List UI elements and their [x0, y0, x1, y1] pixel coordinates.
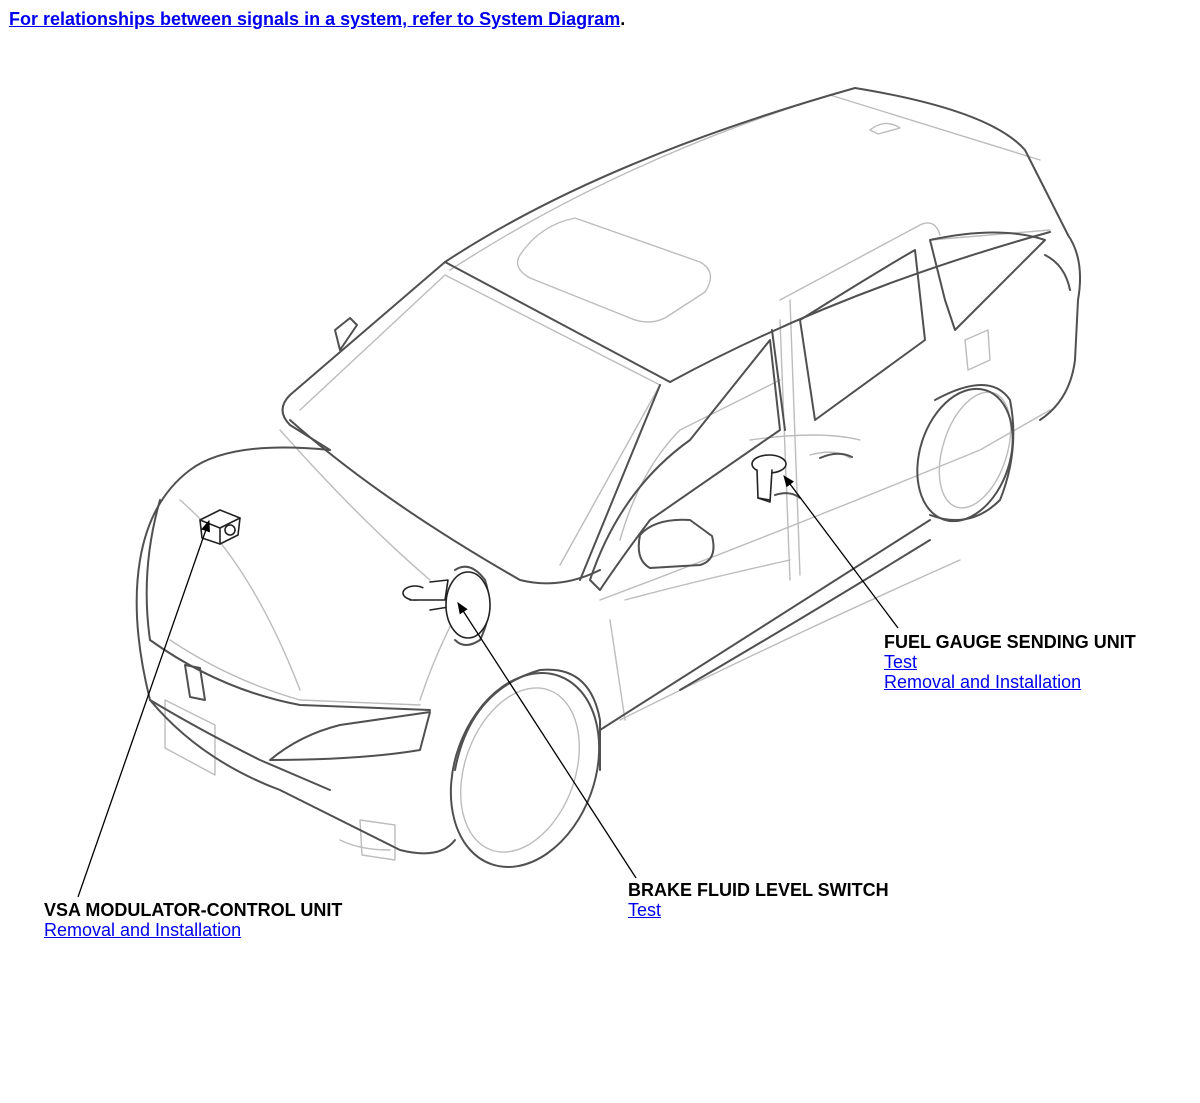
- system-diagram-link[interactable]: For relationships between signals in a s…: [9, 9, 621, 29]
- fuel-gauge-callout: FUEL GAUGE SENDING UNIT Test Removal and…: [884, 632, 1136, 692]
- intro-period: .: [620, 9, 626, 29]
- brake-fluid-leader-line: [457, 602, 637, 879]
- brake-fluid-switch-icon: [402, 571, 491, 639]
- vehicle-illustration: [135, 87, 1081, 868]
- intro-line: For relationships between signals in a s…: [9, 8, 625, 30]
- fuel-gauge-test-link[interactable]: Test: [884, 652, 918, 672]
- vsa-removal-link[interactable]: Removal and Installation: [44, 920, 242, 940]
- vsa-leader-line: [77, 519, 210, 898]
- fuel-gauge-sending-unit-icon: [751, 454, 787, 503]
- brake-fluid-title: BRAKE FLUID LEVEL SWITCH: [628, 880, 889, 900]
- vsa-modulator-icon: [199, 509, 241, 545]
- fuel-gauge-leader-line: [783, 475, 899, 629]
- fuel-gauge-title: FUEL GAUGE SENDING UNIT: [884, 632, 1136, 652]
- brake-fluid-test-link[interactable]: Test: [628, 900, 662, 920]
- vsa-title: VSA MODULATOR-CONTROL UNIT: [44, 900, 343, 920]
- brake-fluid-callout: BRAKE FLUID LEVEL SWITCH Test: [628, 880, 889, 920]
- vsa-callout: VSA MODULATOR-CONTROL UNIT Removal and I…: [44, 900, 342, 940]
- fuel-gauge-removal-link[interactable]: Removal and Installation: [884, 672, 1082, 692]
